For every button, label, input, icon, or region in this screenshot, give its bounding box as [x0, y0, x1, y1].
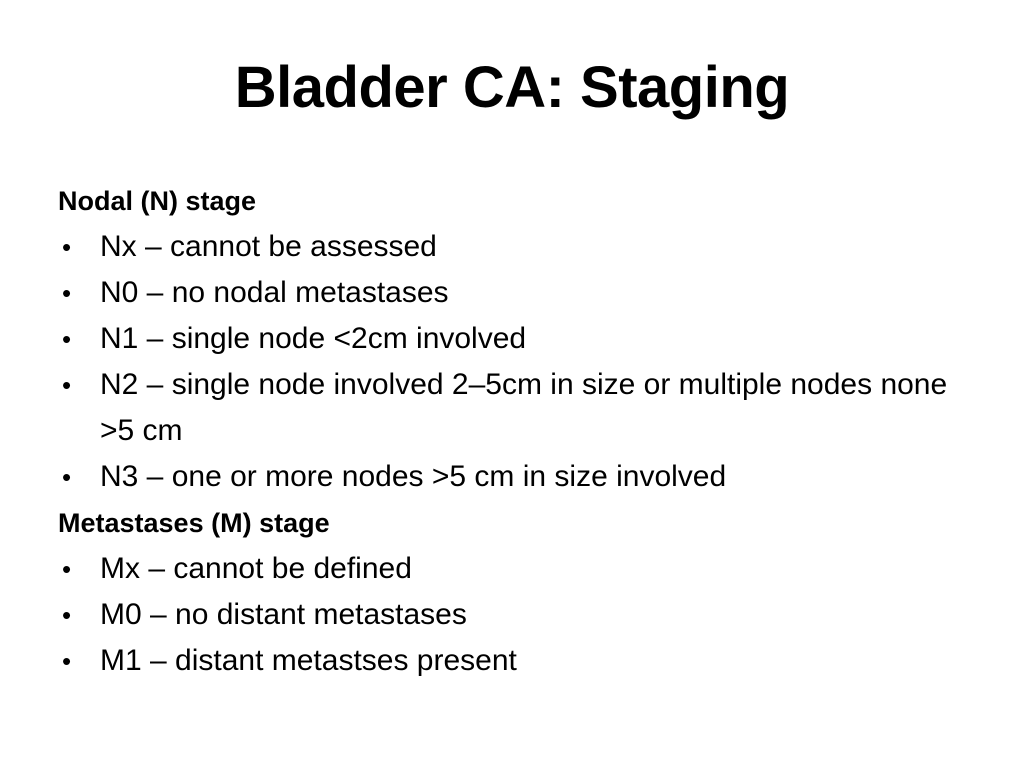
list-item: • N0 – no nodal metastases	[58, 270, 958, 316]
bullet-list-nodal: • Nx – cannot be assessed • N0 – no noda…	[58, 224, 958, 500]
bullet-dot-icon: •	[62, 232, 72, 262]
list-item-label: N1 – single node <2cm involved	[100, 322, 527, 355]
list-item-label: Nx – cannot be assessed	[100, 230, 437, 263]
page-title: Bladder CA: Staging	[234, 55, 790, 120]
list-item: • N3 – one or more nodes >5 cm in size i…	[58, 454, 958, 500]
slide-body: Nodal (N) stage • Nx – cannot be assesse…	[58, 178, 958, 684]
list-item-label: Mx – cannot be defined	[100, 552, 412, 585]
list-item-label: M0 – no distant metastases	[100, 598, 467, 631]
list-item: • N2 – single node involved 2–5cm in siz…	[58, 362, 958, 454]
section-heading-metastases: Metastases (M) stage	[58, 508, 330, 538]
list-item-label: N0 – no nodal metastases	[100, 276, 449, 309]
list-item: • Nx – cannot be assessed	[58, 224, 958, 270]
list-item: • M1 – distant metastses present	[58, 638, 958, 684]
list-item: • M0 – no distant metastases	[58, 592, 958, 638]
bullet-dot-icon: •	[62, 600, 72, 630]
bullet-dot-icon: •	[62, 278, 72, 308]
list-item-label: N3 – one or more nodes >5 cm in size inv…	[100, 460, 727, 493]
list-item: • N1 – single node <2cm involved	[58, 316, 958, 362]
bullet-dot-icon: •	[62, 324, 72, 354]
list-item-label: N2 – single node involved 2–5cm in size …	[100, 368, 948, 447]
bullet-list-metastases: • Mx – cannot be defined • M0 – no dista…	[58, 546, 958, 684]
list-item-label: M1 – distant metastses present	[100, 644, 517, 677]
list-item: • Mx – cannot be defined	[58, 546, 958, 592]
bullet-dot-icon: •	[62, 370, 72, 400]
section-heading-nodal: Nodal (N) stage	[58, 186, 257, 216]
bullet-dot-icon: •	[62, 462, 72, 492]
bullet-dot-icon: •	[62, 646, 72, 676]
bullet-dot-icon: •	[62, 554, 72, 584]
